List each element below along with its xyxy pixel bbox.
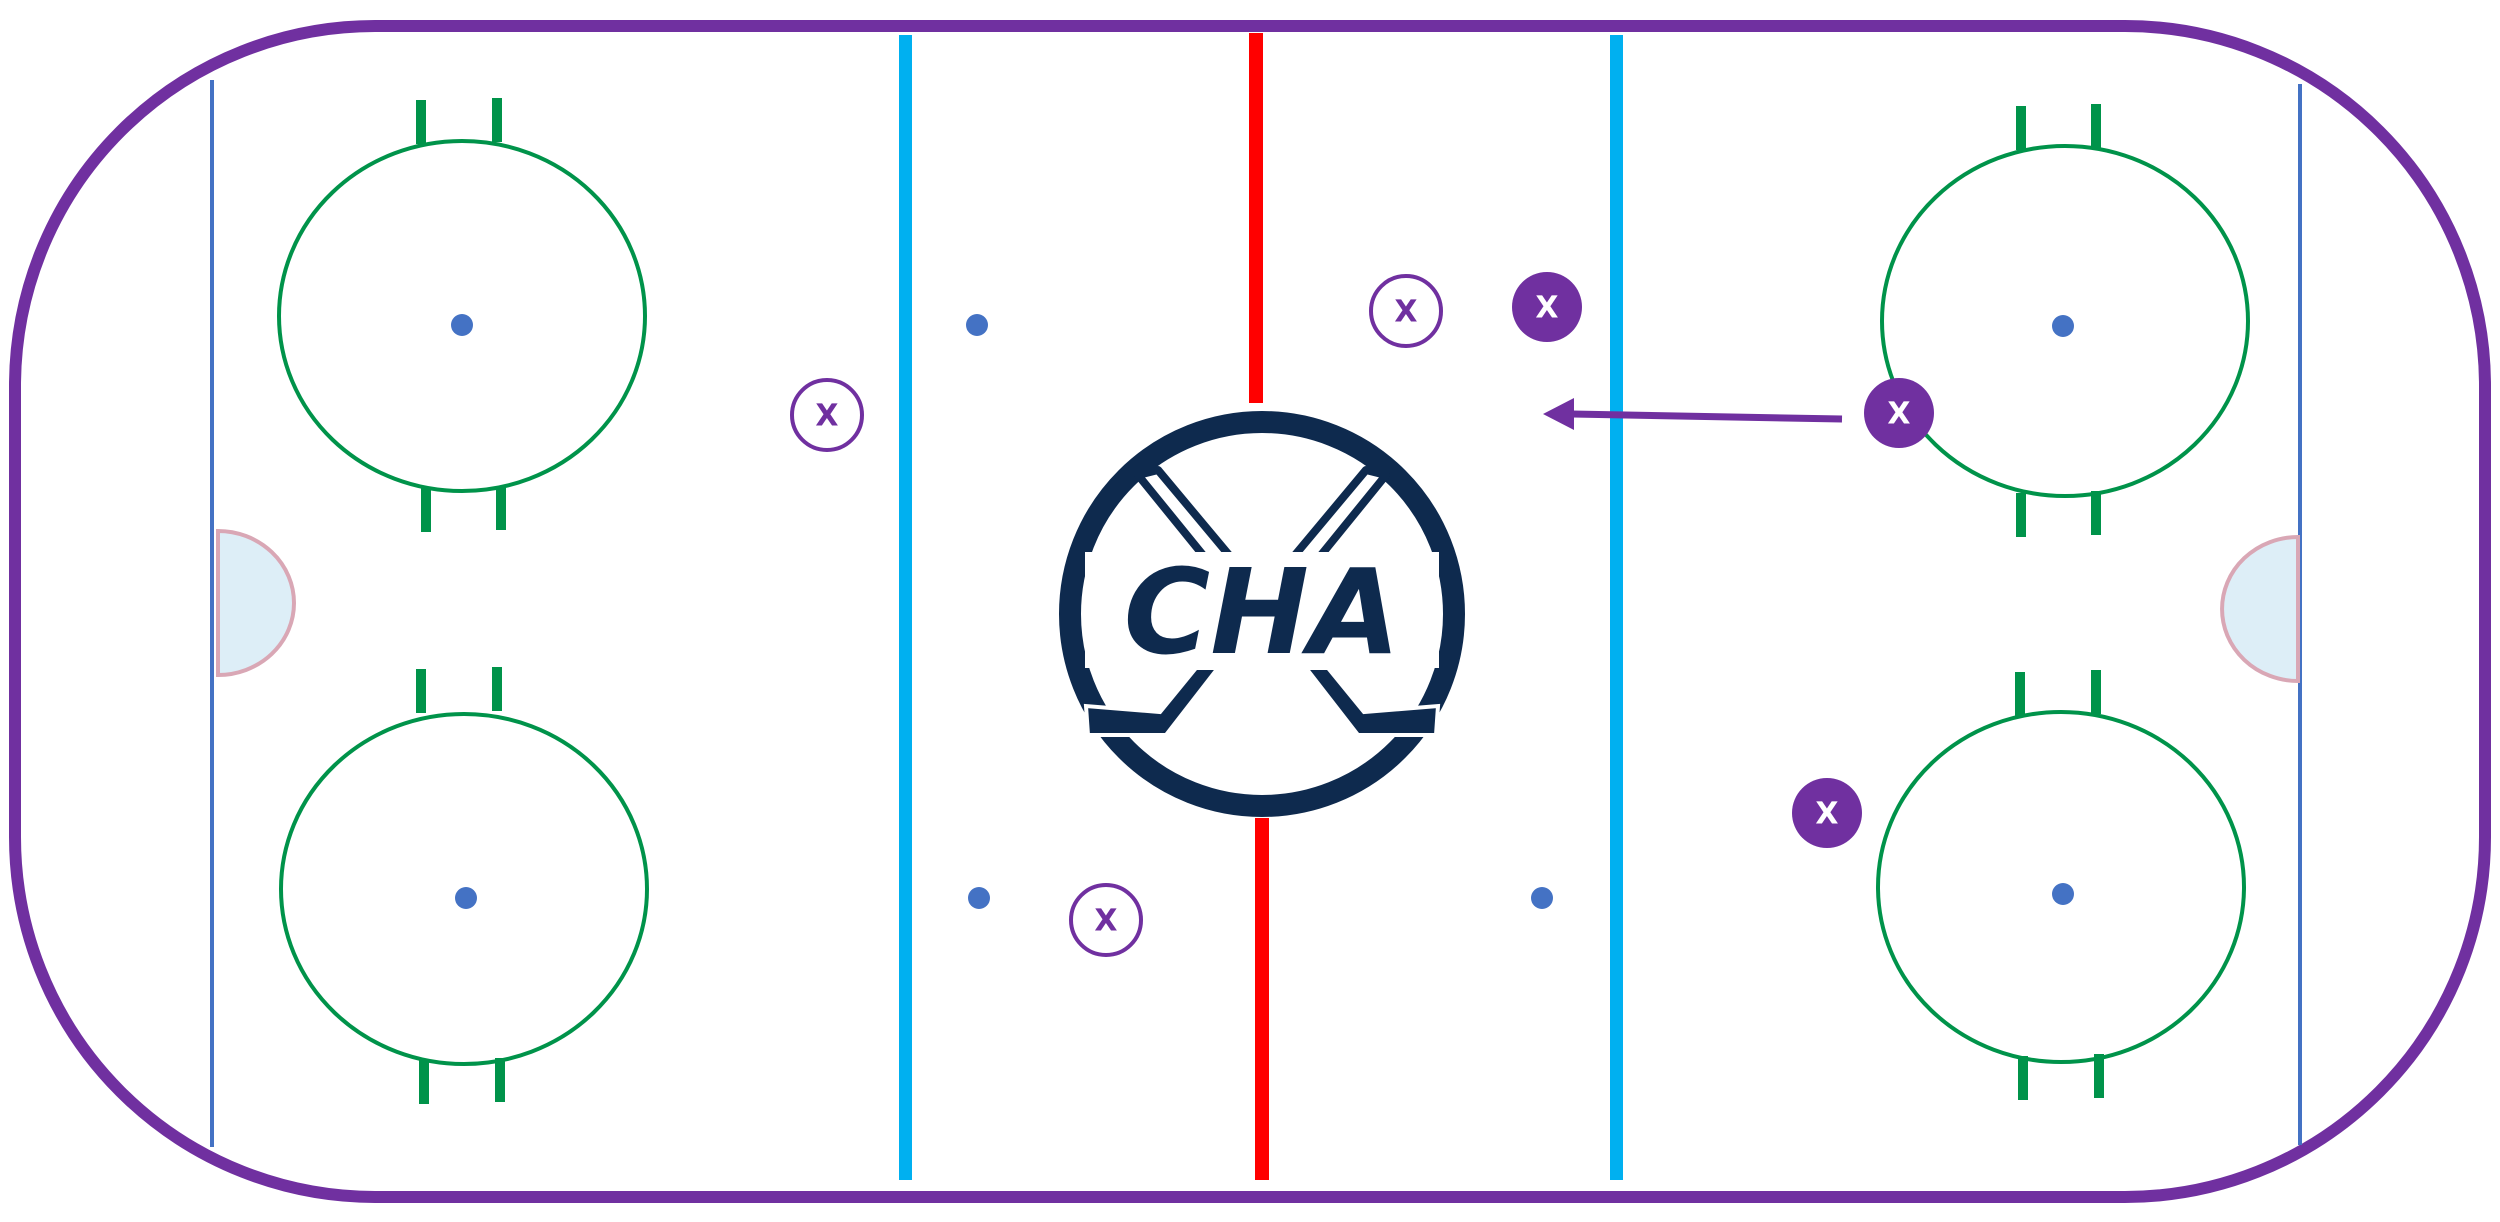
logo-wordmark: CHA [1124, 543, 1401, 681]
player-label: X [1815, 797, 1838, 832]
faceoff-circle-top-right [1880, 104, 2250, 537]
faceoff-dot [2052, 315, 2074, 337]
blue-line-left [899, 35, 912, 1180]
faceoff-dot [2052, 883, 2074, 905]
player-outline-3: X [1069, 883, 1143, 957]
goal-crease-right [2220, 534, 2300, 684]
player-label: X [1394, 295, 1417, 330]
center-ice-logo: CHA [1059, 411, 1465, 817]
faceoff-dot [455, 887, 477, 909]
player-label: X [815, 399, 838, 434]
player-label: X [1094, 904, 1117, 939]
player-filled-3: X [1792, 778, 1862, 848]
arrow-head [1543, 398, 1574, 430]
neutral-zone-dot [966, 314, 988, 336]
player-filled-2: X [1864, 378, 1934, 448]
goal-crease-left [216, 528, 296, 678]
player-outline-2: X [1369, 274, 1443, 348]
player-outline-1: X [790, 378, 864, 452]
center-red-line-top [1249, 33, 1263, 403]
pass-arrow [1543, 398, 1843, 430]
faceoff-circle-top-left [277, 98, 647, 532]
center-red-line-bottom [1255, 818, 1269, 1180]
arrow-left-icon [1571, 410, 1843, 423]
faceoff-dot [451, 314, 473, 336]
player-label: X [1887, 397, 1910, 432]
faceoff-circle-bottom-right [1876, 670, 2246, 1100]
neutral-zone-dot [1531, 887, 1553, 909]
player-label: X [1535, 291, 1558, 326]
faceoff-circle-bottom-left [279, 667, 649, 1104]
neutral-zone-dot [968, 887, 990, 909]
player-filled-1: X [1512, 272, 1582, 342]
blue-line-right [1610, 35, 1623, 1180]
